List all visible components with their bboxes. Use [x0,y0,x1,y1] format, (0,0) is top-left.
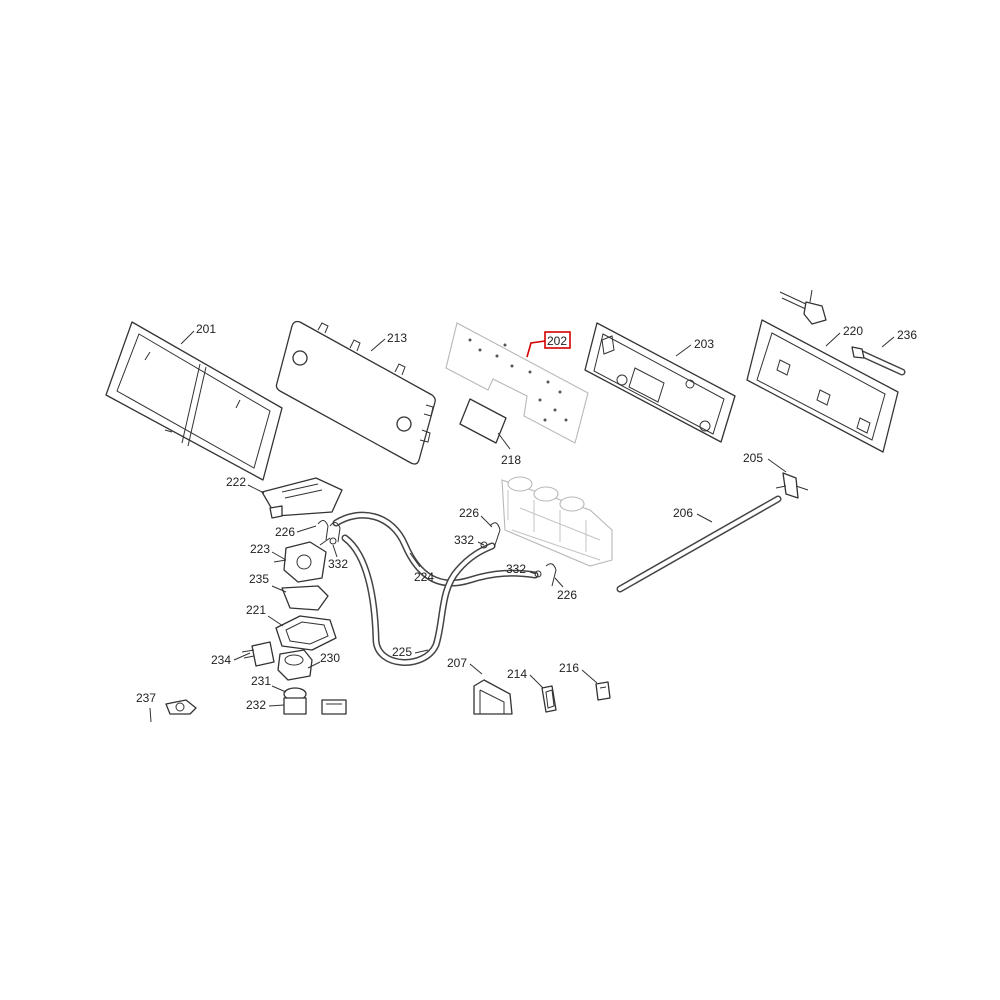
callout-332-right: 332 [506,562,526,576]
callout-224: 224 [414,570,434,584]
callout-205: 205 [743,451,763,465]
part-218-pad [459,398,507,444]
callout-234: 234 [211,653,231,667]
callout-216: 216 [559,661,579,675]
part-232-base [283,697,307,715]
callout-235: 235 [249,572,269,586]
highlight-box [544,331,571,349]
part-223-body [273,537,331,583]
small-plate [321,699,347,715]
callout-223: 223 [250,542,270,556]
part-235-plate [281,585,329,611]
part-202-board [445,322,589,444]
valve-block [501,476,613,567]
callout-222: 222 [226,475,246,489]
hose-225 [341,534,496,666]
clip-226-right [545,563,557,587]
callout-206: 206 [673,506,693,520]
leader-lines [149,330,895,723]
top-fitting [779,289,827,325]
part-207-bracket [473,679,513,715]
callout-220: 220 [843,324,863,338]
hose-224 [332,511,539,587]
part-203-frame [584,322,736,443]
part-236-tube [851,346,906,376]
part-206-rod [616,495,782,593]
callout-201: 201 [196,322,216,336]
callout-237: 237 [136,691,156,705]
callout-226-left: 226 [275,525,295,539]
callout-221: 221 [246,603,266,617]
callout-213: 213 [387,331,407,345]
callout-218: 218 [501,453,521,467]
part-214-clip [541,685,557,713]
callout-202[interactable]: 202 [547,334,567,348]
callout-332-middle: 332 [454,533,474,547]
callout-labels: 201 213 202 203 220 236 218 205 222 226 … [136,322,917,712]
part-230-coil [277,649,313,681]
part-234-spindle [241,641,275,667]
callout-214: 214 [507,667,527,681]
part-201-frame [105,321,283,481]
callout-236: 236 [897,328,917,342]
part-220-housing [746,319,899,453]
part-221-gasket [275,615,337,651]
callout-232: 232 [246,698,266,712]
callout-226-middle: 226 [459,506,479,520]
callout-203: 203 [694,337,714,351]
part-216-connector [595,681,611,701]
part-205-bracket [775,472,809,499]
part-237-fitting [165,699,197,715]
clip-226-left [317,520,341,543]
part-213-panel [275,320,436,465]
clip-226-middle [489,522,501,549]
callout-231: 231 [251,674,271,688]
callout-226-right: 226 [557,588,577,602]
callout-230: 230 [320,651,340,665]
part-222-cover [261,477,343,519]
callout-332-left: 332 [328,557,348,571]
callout-225: 225 [392,645,412,659]
callout-207: 207 [447,656,467,670]
